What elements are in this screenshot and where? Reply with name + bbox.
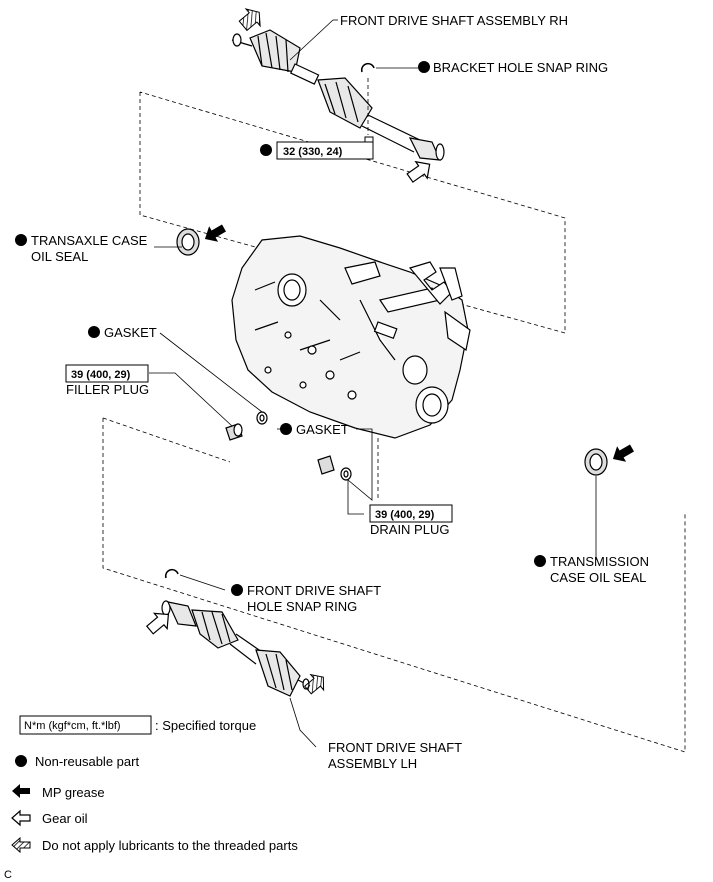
- transaxle-seal-label-2: OIL SEAL: [31, 249, 88, 264]
- filler-plug-label: FILLER PLUG: [66, 382, 149, 397]
- gasket-lower-label: GASKET: [296, 422, 349, 437]
- transaxle-case: [231, 235, 471, 439]
- trans-seal-label-2: CASE OIL SEAL: [550, 570, 646, 585]
- legend-torque-text: : Specified torque: [155, 718, 256, 733]
- legend-gear-oil: Gear oil: [42, 811, 88, 826]
- gasket-upper-part: [256, 411, 268, 425]
- leader-lines: [149, 19, 597, 748]
- front-drive-shaft-rh: [231, 29, 445, 161]
- mp-grease-arrow-upper: [204, 224, 226, 242]
- legend-gear-oil-arrow: [11, 809, 31, 827]
- gear-oil-arrow-rh: [406, 160, 431, 183]
- front-drive-shaft-hole-snap-ring: [164, 568, 179, 579]
- bracket-snap-label: BRACKET HOLE SNAP RING: [433, 60, 608, 75]
- lh-shaft-label-2: ASSEMBLY LH: [328, 756, 417, 771]
- corner-mark: C: [4, 869, 12, 881]
- lower-dashed-guide: [102, 417, 686, 753]
- drain-torque-label: 39 (400, 29): [375, 509, 435, 521]
- gasket-lower-part: [340, 467, 352, 481]
- lh-shaft-label-1: FRONT DRIVE SHAFT: [328, 740, 462, 755]
- legend-no-lube: Do not apply lubricants to the threaded …: [42, 838, 298, 853]
- gear-oil-arrow-lh: [145, 612, 170, 635]
- legend-no-lube-arrow: [11, 836, 31, 854]
- filler-torque-box: [65, 364, 149, 383]
- transaxle-seal-label-1: TRANSAXLE CASE: [31, 233, 148, 248]
- lh-snap-label-2: HOLE SNAP RING: [247, 599, 357, 614]
- legend-mp-grease: MP grease: [42, 785, 105, 800]
- drain-torque-box: [369, 504, 453, 523]
- transmission-case-oil-seal: [584, 448, 608, 476]
- filler-torque-label: 39 (400, 29): [71, 369, 131, 381]
- non-reusable-markers: [15, 61, 546, 767]
- legend-non-reusable: Non-reusable part: [35, 754, 139, 769]
- rh-shaft-label: FRONT DRIVE SHAFT ASSEMBLY RH: [340, 13, 568, 28]
- drain-plug-label: DRAIN PLUG: [370, 522, 449, 537]
- bracket-hole-snap-ring: [360, 62, 375, 73]
- filler-plug-part: [225, 423, 243, 441]
- gasket-upper-label: GASKET: [104, 325, 157, 340]
- drain-plug-part: [317, 455, 335, 475]
- bolt-torque-box: [276, 141, 374, 160]
- legend-mp-grease-arrow: [12, 784, 30, 798]
- front-drive-shaft-lh: [161, 600, 311, 697]
- no-lube-arrow-lh: [304, 673, 325, 695]
- bolt-torque-label: 32 (330, 24): [283, 146, 343, 158]
- legend-torque-box: [19, 715, 152, 735]
- transaxle-case-oil-seal: [176, 228, 200, 256]
- legend-torque-unit: N*m (kgf*cm, ft.*lbf): [24, 720, 121, 732]
- upper-dashed-guide: [139, 91, 566, 334]
- mp-grease-arrow-lower: [612, 444, 634, 462]
- no-lube-arrow-rh: [238, 8, 261, 32]
- lh-snap-label-1: FRONT DRIVE SHAFT: [247, 583, 381, 598]
- trans-seal-label-1: TRANSMISSION: [550, 554, 649, 569]
